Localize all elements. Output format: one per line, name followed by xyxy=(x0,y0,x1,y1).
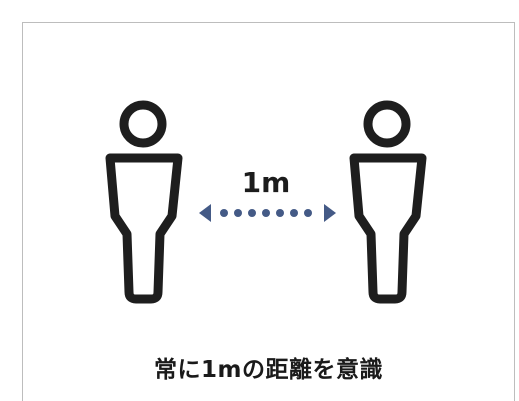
distance-label: 1m xyxy=(241,166,291,199)
caption-text: 常に1mの距離を意識 xyxy=(154,357,383,383)
sign-frame xyxy=(22,22,515,401)
right-person-icon xyxy=(349,100,427,304)
double-arrow-dotted-icon xyxy=(199,204,336,222)
left-person-icon xyxy=(105,100,183,304)
